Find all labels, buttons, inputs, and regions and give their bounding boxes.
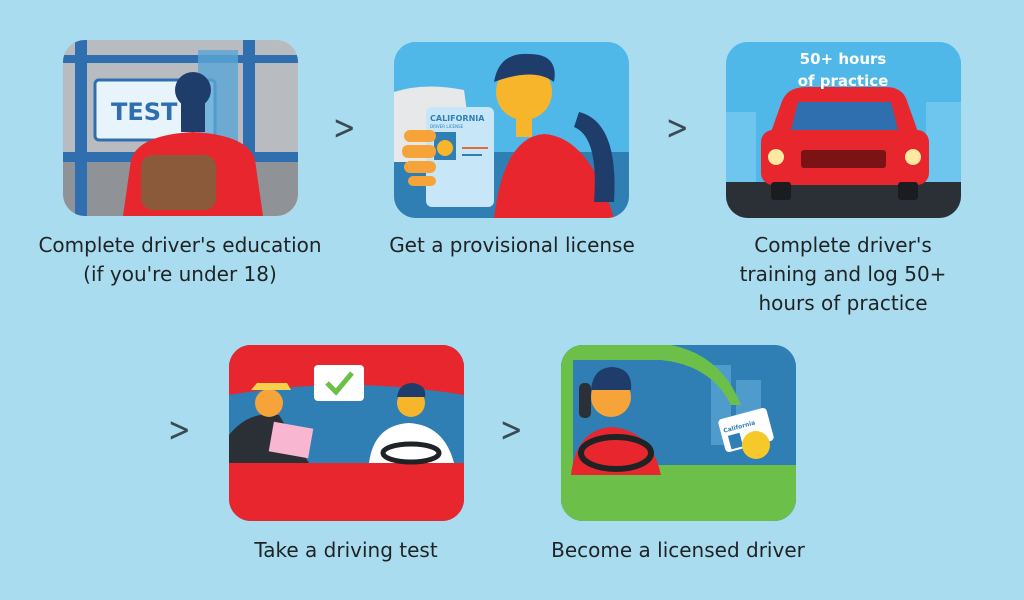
step-5-caption: Become a licensed driver [518,536,838,565]
step-2-caption: Get a provisional license [352,231,672,260]
step-2-illustration: CALIFORNIA DRIVER LICENSE [394,42,629,218]
next-arrow-icon: > [665,108,689,148]
next-arrow-icon: > [332,108,356,148]
checkmark-icon [325,371,354,396]
step-1-caption: Complete driver's education (if you're u… [20,231,340,289]
caption-line: Complete driver's education [38,233,322,257]
caption-line: hours of practice [758,291,928,315]
step-5-illustration: California [561,345,796,521]
step-3-caption: Complete driver's training and log 50+ h… [683,231,1003,318]
overlay-line: of practice [798,72,889,90]
caption-line: Become a licensed driver [551,538,805,562]
next-arrow-icon: > [499,410,523,450]
caption-line: training and log 50+ [739,262,947,286]
step-3-illustration: 50+ hours of practice [726,42,961,218]
overlay-line: 50+ hours [800,50,887,68]
next-arrow-icon: > [167,410,191,450]
license-card-title: CALIFORNIA [430,114,485,123]
step-4-illustration [229,345,464,521]
caption-line: Get a provisional license [389,233,635,257]
step-4-caption: Take a driving test [186,536,506,565]
caption-line: Take a driving test [254,538,438,562]
caption-line: (if you're under 18) [83,262,277,286]
test-sign-text: TEST [111,98,178,126]
license-card-subtitle: DRIVER LICENSE [430,124,464,129]
caption-line: Complete driver's [754,233,932,257]
step-1-illustration: TEST [63,40,298,216]
